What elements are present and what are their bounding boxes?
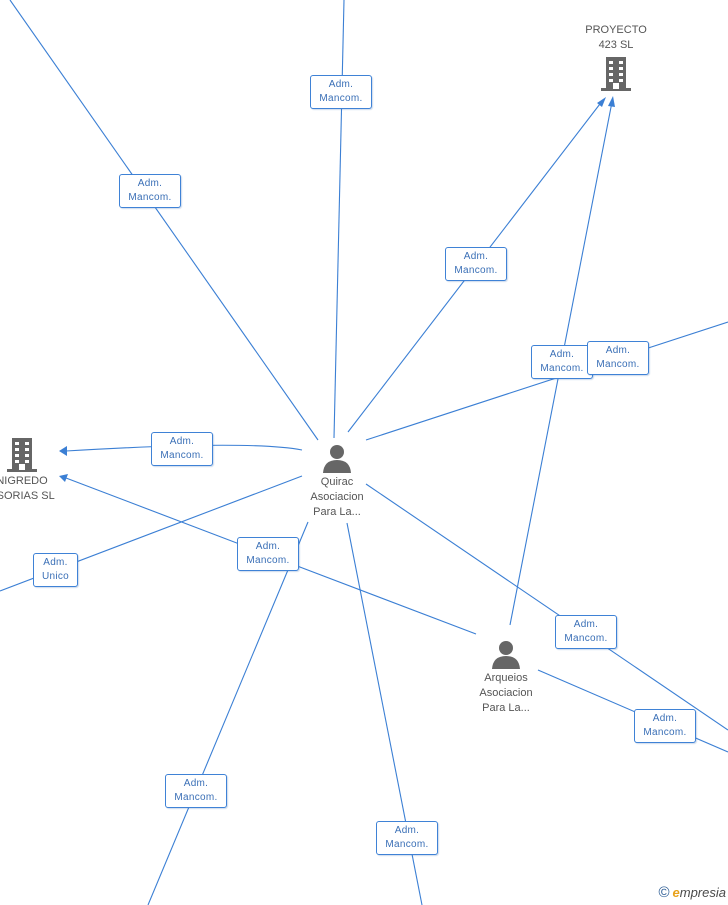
edge-quirac-right [365,321,728,441]
node-arqueios-line2: Asociacion [479,687,533,699]
edge-label-type: Mancom. [540,363,584,374]
node-proyecto-line2: 423 SL [598,39,634,51]
edge-label-role: Adm. [394,825,420,836]
node-nigredo[interactable]: NIGREDO ESORIAS SL [0,438,74,504]
edge-arqueios-bottom-right [537,669,728,753]
edge-quirac-top-left [9,0,319,441]
edge-label-type: Mancom. [596,359,640,370]
node-nigredo-line1: NIGREDO [0,475,48,487]
edge-quirac-nigredo [65,444,303,452]
edge-label-type: Mancom. [454,265,498,276]
edge-label-type: Mancom. [643,727,687,738]
edge-label-arqueios-proyecto[interactable]: Adm. Mancom. [531,345,593,379]
edge-label-role: Adm. [652,713,678,724]
person-icon [492,641,520,669]
copyright-symbol: © [658,884,670,901]
edge-label-role: Adm. [43,557,68,568]
edge-label-role: Adm. [183,778,209,789]
edge-label-role: Adm. [573,619,599,630]
arrowhead-proyecto-2 [608,96,615,107]
edge-label-left-unico[interactable]: Adm. Unico [33,553,78,587]
edge-label-type: Mancom. [564,633,608,644]
edge-label-type: Mancom. [246,555,290,566]
edge-label-role: Adm. [549,349,575,360]
edge-quirac-bottom-left [147,521,309,905]
edge-label-role: Adm. [328,79,354,90]
edge-label-role: Adm. [137,178,163,189]
edge-label-quirac-nigredo[interactable]: Adm. Mancom. [151,432,213,466]
building-icon [601,57,631,91]
edge-quirac-top [333,0,345,439]
edge-label-top-left[interactable]: Adm. Mancom. [119,174,181,208]
edge-label-bottom[interactable]: Adm. Mancom. [376,821,438,855]
edge-label-type: Mancom. [319,93,363,104]
edge-label-role: Adm. [463,251,489,262]
brand-footer: ©empresia [658,884,726,901]
node-quirac-line1: Quirac [320,476,354,488]
node-nigredo-line2: ESORIAS SL [0,490,55,502]
arrowhead-nigredo-1 [59,446,67,456]
edge-label-type: Mancom. [174,792,218,803]
edge-label-arqueios-nigredo[interactable]: Adm. Mancom. [237,537,299,571]
node-quirac-line2: Asociacion [310,491,364,503]
node-arqueios-line3: Para La... [482,702,530,714]
brand-logo-initial: e [672,885,680,900]
node-proyecto-line1: PROYECTO [585,24,647,36]
arrowhead-proyecto-1 [597,97,606,107]
edge-label-quirac-arqueios[interactable]: Adm. Mancom. [555,615,617,649]
node-proyecto-423[interactable]: PROYECTO 423 SL [570,23,662,91]
edge-label-type: Mancom. [128,192,172,203]
edge-label-quirac-right[interactable]: Adm. Mancom. [587,341,649,375]
brand-logo-text: mpresia [679,885,726,900]
edge-label-role: Adm. [169,436,195,447]
edge-label-top[interactable]: Adm. Mancom. [310,75,372,109]
edge-label-type: Unico [41,571,70,582]
node-arqueios-line1: Arqueios [484,672,528,684]
edge-label-role: Adm. [605,345,631,356]
edge-label-type: Mancom. [385,839,429,850]
node-arqueios[interactable]: Arqueios Asociacion Para La... [461,639,551,716]
node-quirac-line3: Para La... [313,506,361,518]
edge-label-arqueios-bottom-right[interactable]: Adm. Mancom. [634,709,696,743]
edge-label-quirac-proyecto[interactable]: Adm. Mancom. [445,247,507,281]
edge-label-type: Mancom. [160,450,204,461]
node-quirac[interactable]: Quirac Asociacion Para La... [292,443,382,520]
edge-label-role: Adm. [255,541,281,552]
person-icon [323,445,351,473]
edge-quirac-arqueios [365,483,728,731]
edge-label-bottom-left[interactable]: Adm. Mancom. [165,774,227,808]
arrowhead-nigredo-2 [59,474,68,482]
building-icon [7,438,37,472]
